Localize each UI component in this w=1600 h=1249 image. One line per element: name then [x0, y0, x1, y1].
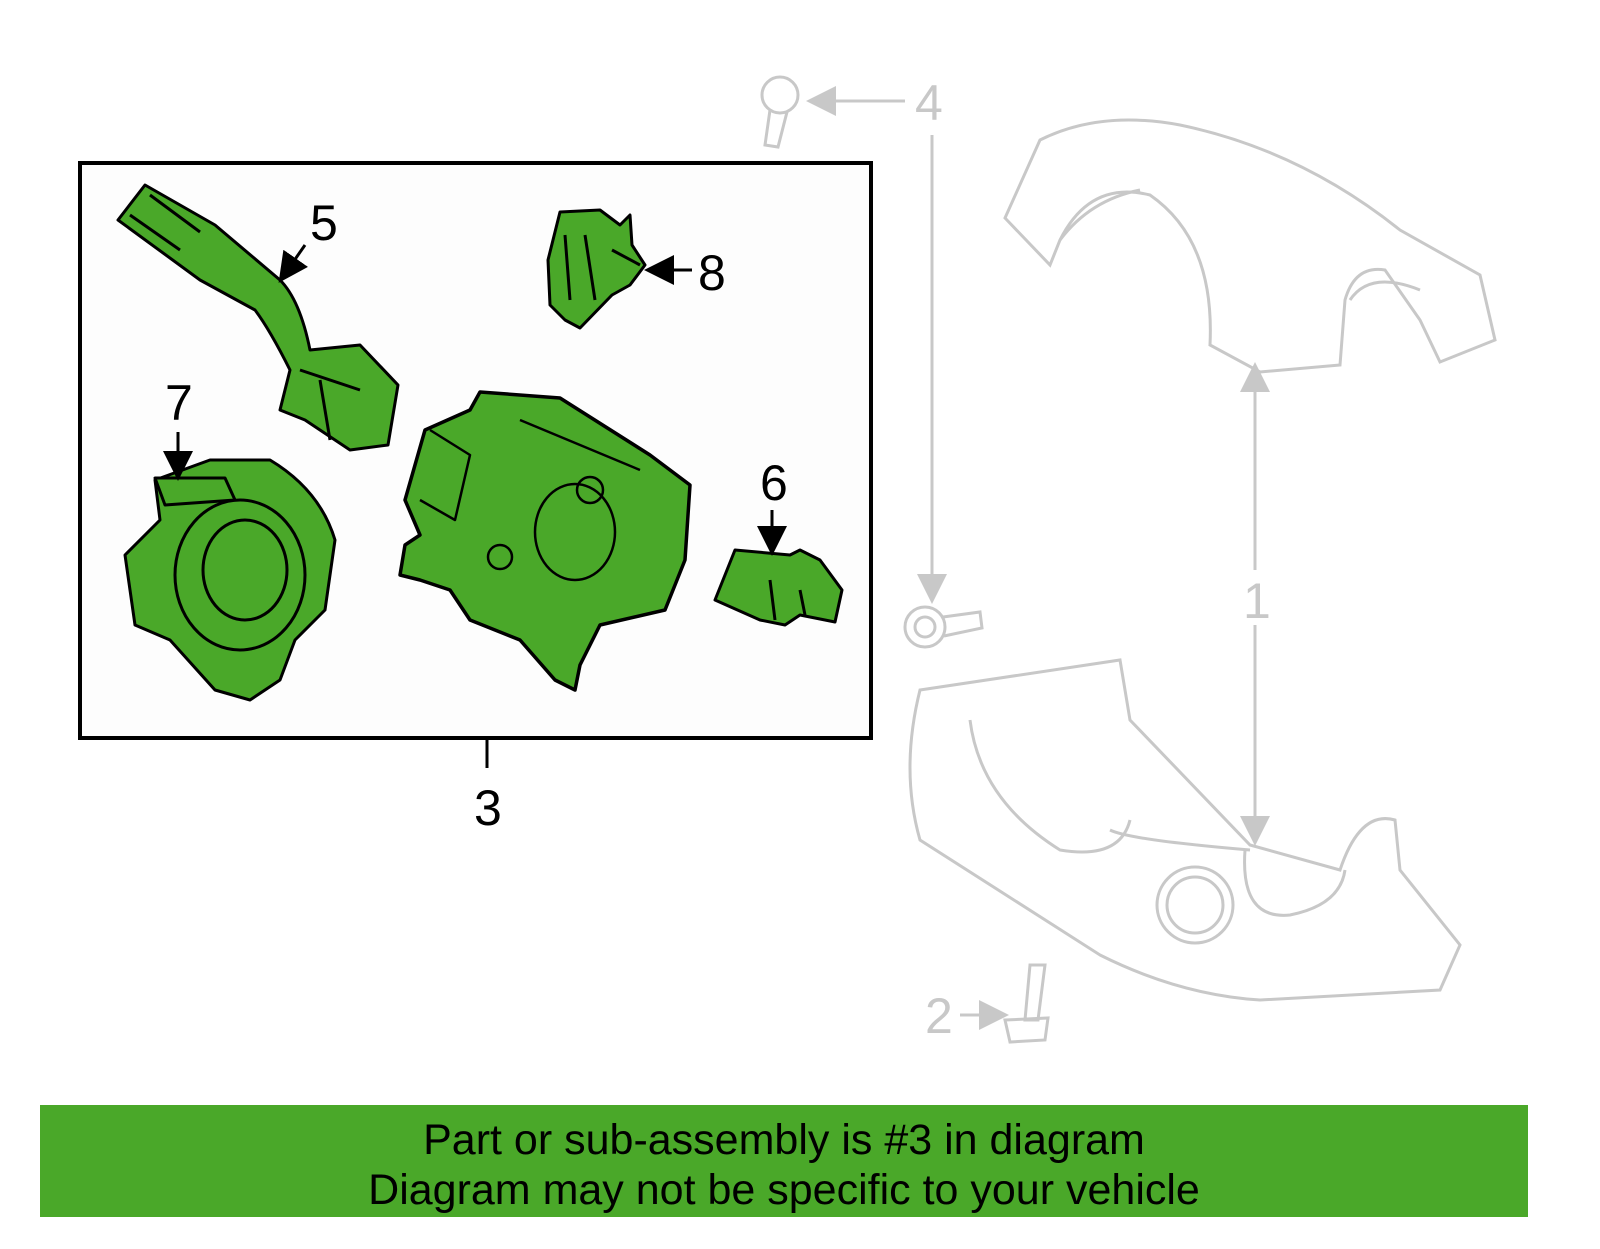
callout-7: 7 [165, 375, 193, 431]
callout-6: 6 [760, 455, 788, 511]
upper-shroud [1003, 118, 1497, 374]
banner-line-2: Diagram may not be specific to your vehi… [368, 1166, 1200, 1214]
bolt-4-upper [760, 75, 800, 149]
disclaimer-banner: Part or sub-assembly is #3 in diagram Di… [40, 1105, 1528, 1217]
callout-2: 2 [925, 988, 953, 1044]
callout-5: 5 [310, 195, 338, 251]
banner-line-1: Part or sub-assembly is #3 in diagram [423, 1116, 1145, 1164]
part-7-clockspring [123, 458, 337, 702]
leader-5 [278, 244, 309, 283]
part-6-switch [713, 548, 844, 627]
screw-2 [1003, 963, 1050, 1044]
part-8-switch [546, 208, 647, 330]
lower-shroud [908, 658, 1462, 1002]
part-3-switch-housing [398, 390, 692, 692]
callout-3: 3 [474, 780, 502, 836]
callout-8: 8 [698, 245, 726, 301]
callout-4: 4 [915, 75, 943, 131]
callout-1: 1 [1243, 573, 1271, 629]
bolt-4-lower [903, 605, 984, 649]
part-5-wiper-lever [116, 183, 400, 452]
